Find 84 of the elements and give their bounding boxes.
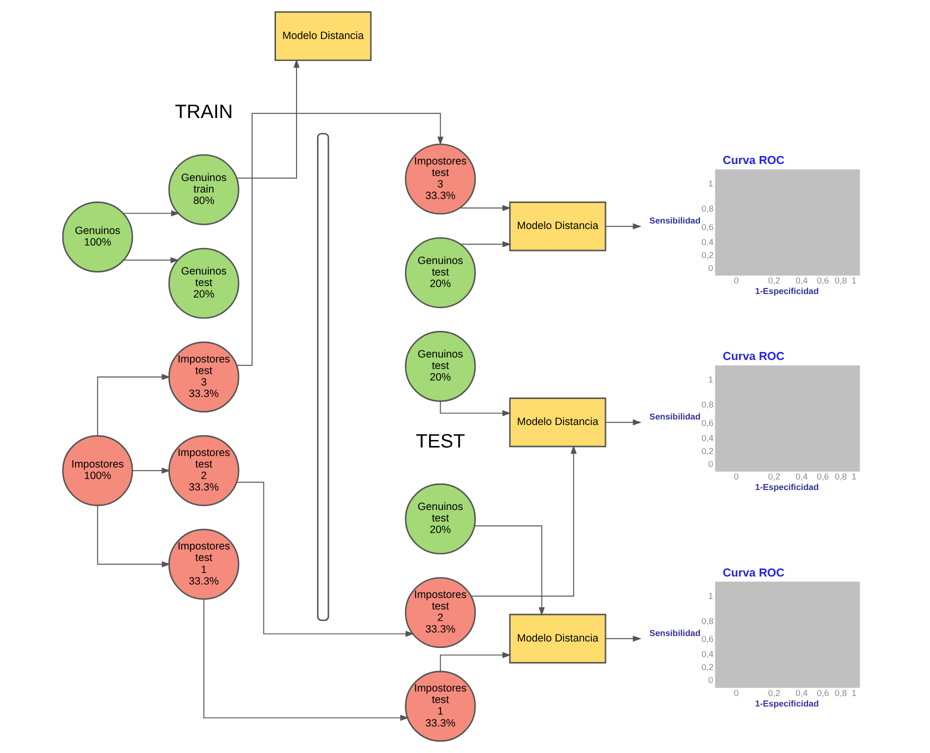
node-box: Modelo Distancia [509, 202, 606, 252]
node-label: 1 [708, 374, 714, 384]
node-label: 0,4 [702, 649, 714, 660]
arrow [605, 223, 642, 230]
arrow [605, 419, 642, 426]
node-label: 0 [708, 262, 714, 273]
node-box: Modelo Distancia [509, 614, 606, 664]
node-box: Modelo Distancia [274, 11, 372, 62]
node-label: 0,8 [834, 472, 847, 482]
node-circle: Impostores 100% [62, 435, 134, 506]
node-circle: Genuinos 100% [62, 202, 134, 272]
node-label: 0,4 [702, 236, 714, 247]
node-label: 0 [734, 276, 739, 286]
node-label: 1-Especificidad [755, 286, 819, 296]
node-label: 1-Especificidad [755, 698, 819, 708]
label: TEST [416, 431, 466, 452]
node-circle: Impostores test 3 33.3% [168, 342, 240, 412]
node-label: 0,4 [796, 688, 808, 698]
node-circle: Genuinos train 80% [168, 154, 240, 226]
node-label: Sensibilidad [649, 412, 701, 422]
node-circle: Genuinos test 20% [404, 483, 476, 554]
node-label: 0,2 [702, 250, 714, 260]
node-label: Sensibilidad [649, 216, 701, 226]
node-label: 0,2 [702, 446, 714, 456]
node-label: 1 [852, 472, 857, 482]
node-box: Modelo Distancia [509, 398, 606, 448]
label: TRAIN [174, 102, 233, 124]
node-label: 0,2 [702, 662, 714, 672]
arrow [440, 652, 512, 672]
arrow [97, 374, 170, 436]
node-label: 0,6 [702, 418, 714, 428]
node-label: 0,2 [768, 276, 780, 286]
node-box [715, 365, 860, 472]
node-label: 0,8 [702, 616, 714, 626]
node-label: 0,2 [768, 472, 780, 482]
node-circle: Genuinos test 20% [404, 237, 476, 308]
arrow [459, 204, 512, 212]
node-label: 0,6 [702, 222, 714, 232]
node-label: 0,8 [834, 276, 847, 286]
arrow [605, 636, 642, 642]
node-label: 0,6 [816, 276, 829, 286]
node-label: 0 [734, 472, 739, 482]
arrow [460, 241, 512, 248]
node-label: 0,4 [702, 432, 714, 443]
node-label: 0,4 [796, 472, 808, 482]
node-label: 0,6 [702, 634, 714, 644]
node-label: 1-Especificidad [755, 482, 819, 492]
arrow [474, 525, 545, 616]
arrow [97, 505, 171, 568]
node-box [715, 169, 860, 276]
node-circle: Impostores test 1 33.3% [404, 670, 476, 742]
node-label: 0,6 [816, 688, 829, 698]
node-circle: Genuinos test 20% [404, 330, 476, 402]
node-label: Curva ROC [722, 351, 785, 364]
node-label: 0,8 [702, 400, 714, 410]
node-label: Curva ROC [722, 155, 785, 168]
arrow [236, 112, 444, 366]
arrow [236, 482, 414, 637]
node-label: 1 [852, 688, 857, 698]
node-label: 1 [708, 590, 714, 601]
node-circle: Impostores test 3 33.3% [404, 144, 476, 215]
node-box [715, 582, 860, 688]
node-label: 0,6 [816, 472, 829, 482]
arrow [236, 59, 300, 179]
node-bar [317, 132, 330, 622]
node-label: 0 [708, 675, 714, 686]
arrow [132, 468, 170, 474]
node-label: Curva ROC [722, 567, 785, 580]
node-circle: Impostores test 1 33.3% [168, 528, 240, 600]
node-circle: Genuinos test 20% [168, 248, 240, 319]
arrow [203, 598, 409, 721]
arrow [122, 210, 180, 216]
node-label: 0,2 [768, 688, 780, 698]
node-label: 0,8 [834, 688, 847, 698]
node-label: 0,4 [796, 276, 808, 286]
node-label: 1 [852, 276, 857, 286]
node-circle: Impostores test 2 33.3% [168, 435, 240, 506]
node-label: 1 [708, 178, 714, 188]
node-label: Sensibilidad [649, 628, 701, 638]
node-label: 0,8 [702, 204, 714, 214]
arrow [470, 445, 577, 597]
node-label: 0 [734, 688, 739, 698]
node-label: 0 [708, 458, 714, 469]
arrow [123, 257, 180, 264]
